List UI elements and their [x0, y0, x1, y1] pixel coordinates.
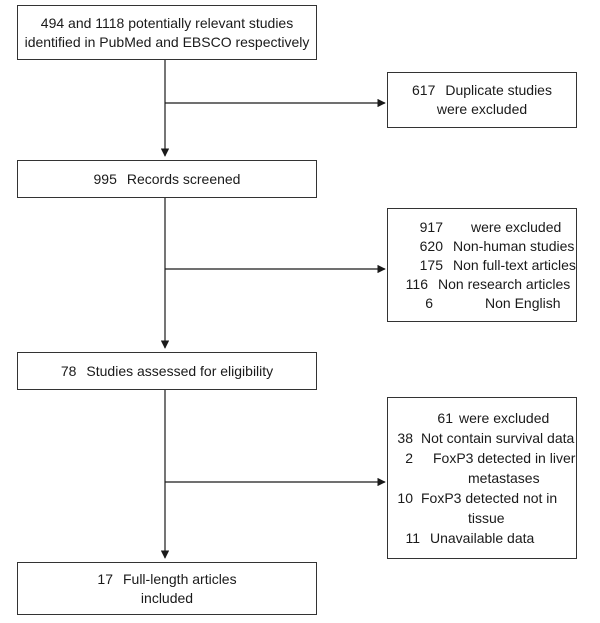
screened-line: 995 Records screened: [94, 170, 241, 189]
eligibility-line: 78 Studies assessed for eligibility: [61, 362, 273, 381]
excluded-screening-count: 6: [425, 294, 433, 311]
identification-line-1: 494 and 1118 potentially relevant studie…: [40, 14, 294, 31]
excluded-screening-row: 917 were excluded: [388, 218, 576, 237]
excluded-eligibility-label: were excluded: [459, 410, 550, 426]
identification-line-2: identified in PubMed and EBSCO respectiv…: [24, 33, 310, 50]
included-count: 17: [97, 570, 113, 587]
excluded-screening-label: Non English: [485, 294, 561, 311]
excluded-screening-count: 116: [405, 275, 428, 292]
excluded-eligibility-row: 11 Unavailable data: [388, 528, 576, 548]
excluded-screening-label: were excluded: [471, 218, 562, 235]
excluded-eligibility-count: 38: [397, 430, 413, 446]
excluded-eligibility-row-continued: metastases: [388, 468, 576, 488]
excluded-screening-label: Non full-text articles: [453, 256, 576, 273]
included-line-1: 17 Full-length articles: [97, 570, 236, 589]
excluded-eligibility-row: 2 FoxP3 detected in liver: [388, 448, 576, 468]
duplicates-label: Duplicate studies: [445, 82, 552, 98]
screened-count: 995: [93, 170, 117, 187]
duplicates-count: 617: [412, 82, 436, 98]
excluded-eligibility-count: 10: [397, 490, 413, 506]
excluded-eligibility-row: 61 were excluded: [388, 408, 576, 428]
excluded-eligibility-box: 61 were excluded 38 Not contain survival…: [387, 397, 577, 559]
duplicates-box: 617 Duplicate studies were excluded: [387, 72, 577, 128]
excluded-eligibility-count: 61: [437, 410, 453, 426]
excluded-screening-label: Non-human studies: [453, 237, 575, 254]
excluded-eligibility-label-continued: tissue: [468, 510, 505, 526]
excluded-eligibility-label: FoxP3 detected not in: [421, 490, 558, 506]
excluded-eligibility-row: 38 Not contain survival data: [388, 428, 576, 448]
included-line-2: included: [140, 589, 194, 606]
excluded-screening-count: 620: [419, 237, 443, 254]
included-label: Full-length articles: [122, 570, 237, 587]
eligibility-count: 78: [60, 362, 77, 379]
excluded-eligibility-label: Not contain survival data: [421, 430, 575, 446]
excluded-screening-box: 917 were excluded 620 Non-human studies …: [387, 208, 577, 322]
excluded-eligibility-label-continued: metastases: [468, 470, 540, 486]
duplicates-line-2: were excluded: [436, 101, 528, 117]
screened-box: 995 Records screened: [17, 160, 317, 198]
excluded-screening-label: Non research articles: [438, 275, 571, 292]
excluded-eligibility-count: 11: [405, 530, 420, 546]
excluded-screening-row: 620 Non-human studies: [388, 237, 576, 256]
excluded-screening-row: 175 Non full-text articles: [388, 256, 576, 275]
excluded-screening-count: 175: [419, 256, 443, 273]
duplicates-line-1: 617 Duplicate studies: [412, 81, 552, 100]
excluded-screening-count: 917: [419, 218, 443, 235]
excluded-eligibility-label: FoxP3 detected in liver: [433, 450, 576, 466]
identification-box: 494 and 1118 potentially relevant studie…: [17, 5, 317, 60]
excluded-eligibility-count: 2: [405, 450, 413, 466]
excluded-screening-row: 6 Non English: [388, 294, 576, 313]
eligibility-box: 78 Studies assessed for eligibility: [17, 352, 317, 390]
excluded-eligibility-row-continued: tissue: [388, 508, 576, 528]
excluded-eligibility-label: Unavailable data: [430, 530, 535, 546]
excluded-eligibility-row: 10 FoxP3 detected not in: [388, 488, 576, 508]
screened-label: Records screened: [126, 170, 241, 187]
eligibility-label: Studies assessed for eligibility: [86, 362, 274, 379]
excluded-screening-row: 116 Non research articles: [388, 275, 576, 294]
included-box: 17 Full-length articles included: [17, 562, 317, 615]
